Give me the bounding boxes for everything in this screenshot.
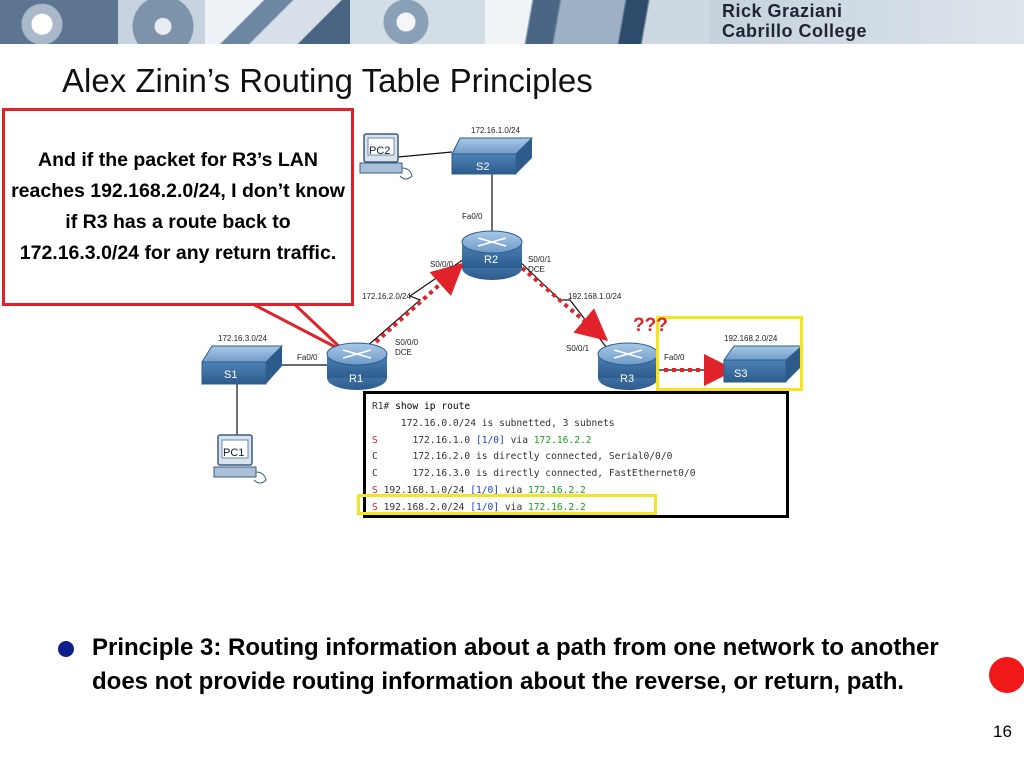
pc2-label: PC2 <box>369 145 390 157</box>
r2-s001-label: S0/0/1 <box>528 255 552 264</box>
route-highlight-box <box>357 494 657 515</box>
r1-fa-label: Fa0/0 <box>297 353 318 362</box>
r3-s001-label: S0/0/1 <box>566 344 590 353</box>
s3-network-label: 192.168.2.0/24 <box>724 334 778 343</box>
path-arrow-r1-r2 <box>374 262 464 344</box>
cli-command-line: R1# show ip route <box>372 399 786 416</box>
pc2-icon <box>359 133 413 180</box>
callout-text: And if the packet for R3’s LAN reaches 1… <box>11 149 345 264</box>
route-ad: [1/0] <box>470 484 500 496</box>
route-code: C <box>372 451 378 463</box>
cli-prompt: R1# <box>372 401 390 412</box>
s2-switch-icon <box>451 137 534 175</box>
route-ad: [1/0] <box>470 501 500 513</box>
s2-network-label: 172.16.1.0/24 <box>471 126 520 135</box>
banner-photo <box>0 0 120 44</box>
college-name: Cabrillo College <box>722 21 868 41</box>
cli-command: show ip route <box>395 401 471 412</box>
r2-label: R2 <box>484 254 498 266</box>
route-code: S <box>372 501 378 513</box>
r2-s000-label: S0/0/0 <box>430 260 454 269</box>
routing-table-output: R1# show ip route 172.16.0.0/24 is subne… <box>363 391 789 518</box>
question-marks: ??? <box>633 315 668 336</box>
red-dot-icon <box>989 657 1024 693</box>
route-via: via <box>504 501 523 513</box>
route-indent <box>378 435 413 446</box>
author-box <box>710 0 1024 44</box>
author-name: Rick Graziani <box>722 1 843 21</box>
r1-s000-label: S0/0/0 <box>395 338 419 347</box>
r3-fa-label: Fa0/0 <box>664 353 685 362</box>
route-network: 172.16.1.0 <box>412 434 471 446</box>
route-code: S <box>372 434 378 446</box>
route-via: via <box>510 434 528 446</box>
link-pc2-s2 <box>397 151 453 158</box>
r1-label: R1 <box>349 373 363 385</box>
path-arrow-r2-r3 <box>520 266 609 342</box>
route-network: 192.168.1.0/24 <box>383 484 465 496</box>
s1-switch-icon <box>201 345 284 385</box>
pc1-label: PC1 <box>223 447 244 459</box>
table-row: C 172.16.3.0 is directly connected, Fast… <box>372 466 786 483</box>
s1-network-label: 172.16.3.0/24 <box>218 334 267 343</box>
table-row: C 172.16.2.0 is directly connected, Seri… <box>372 449 786 466</box>
callout-pointer <box>244 298 347 354</box>
pc1-icon <box>213 434 267 484</box>
s3-label: S3 <box>734 368 747 380</box>
route-code: S <box>372 484 378 496</box>
route-code: C <box>372 468 378 480</box>
r2-r3-network-label: 192.168.1.0/24 <box>568 292 622 301</box>
r1-r2-network-label: 172.16.2.0/24 <box>362 292 411 301</box>
header-banner: Rick Graziani Cabrillo College <box>0 0 1024 44</box>
route-indent <box>378 468 413 479</box>
banner-photo <box>350 0 490 44</box>
route-network: 172.16.3.0 <box>412 468 471 480</box>
r3-label: R3 <box>620 373 634 385</box>
route-nexthop: 172.16.2.2 <box>533 434 592 446</box>
table-row: S 172.16.1.0 [1/0] via 172.16.2.2 <box>372 433 786 450</box>
callout-box: And if the packet for R3’s LAN reaches 1… <box>2 108 354 306</box>
principle-text: Principle 3: Routing information about a… <box>92 634 939 695</box>
packet-path <box>374 262 736 386</box>
banner-photo <box>205 0 355 44</box>
route-description: is directly connected, Serial0/0/0 <box>475 451 673 463</box>
route-indent <box>378 451 413 462</box>
bullet-icon <box>58 641 74 657</box>
banner-photo <box>485 0 710 44</box>
r1-dce-label: DCE <box>395 348 412 357</box>
r2-dce-label: DCE <box>528 265 545 274</box>
s3-switch-icon <box>723 345 804 383</box>
r1-router-icon <box>326 342 388 390</box>
route-ad: [1/0] <box>475 434 505 446</box>
table-row: S 192.168.2.0/24 [1/0] via 172.16.2.2 <box>372 500 786 517</box>
s1-label: S1 <box>224 369 237 381</box>
r2-fa-label: Fa0/0 <box>462 212 483 221</box>
banner-photo <box>118 0 208 44</box>
route-nexthop: 172.16.2.2 <box>528 484 586 496</box>
page-number: 16 <box>993 722 1012 741</box>
table-row: S 192.168.1.0/24 [1/0] via 172.16.2.2 <box>372 483 786 500</box>
route-nexthop: 172.16.2.2 <box>528 501 586 513</box>
cli-subnetted-text: 172.16.0.0/24 is subnetted, 3 subnets <box>400 417 615 429</box>
r2-router-icon <box>461 230 523 280</box>
s2-label: S2 <box>476 161 489 173</box>
route-network: 172.16.2.0 <box>412 451 471 463</box>
slide-title: Alex Zinin’s Routing Table Principles <box>62 62 593 99</box>
r3-router-icon <box>597 342 659 390</box>
route-description: is directly connected, FastEthernet0/0 <box>475 468 696 480</box>
cli-subnetted-line: 172.16.0.0/24 is subnetted, 3 subnets <box>372 416 786 433</box>
route-network: 192.168.2.0/24 <box>383 501 465 513</box>
s3-highlight-box <box>656 316 803 391</box>
route-via: via <box>504 484 523 496</box>
